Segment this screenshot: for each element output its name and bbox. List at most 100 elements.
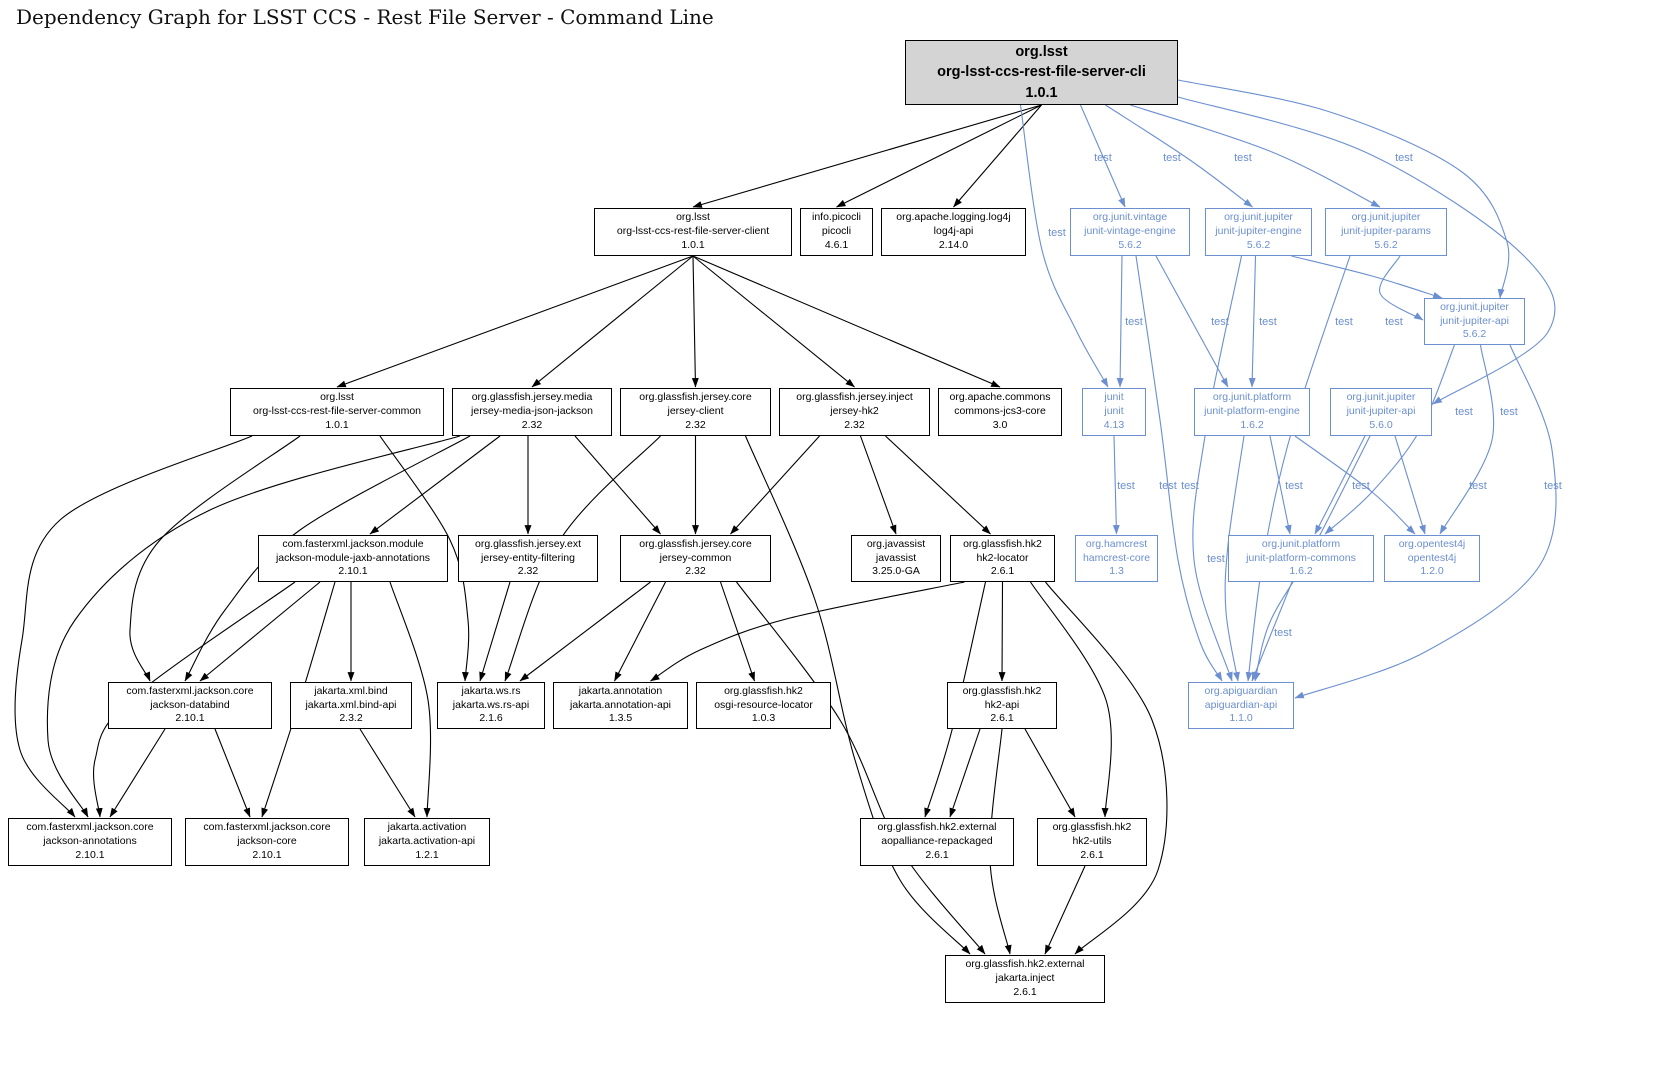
node-databind-artifact: jackson-databind <box>150 698 230 711</box>
edge-hk2utils-inject <box>1044 865 1086 955</box>
node-jannotations-group: com.fasterxml.jackson.core <box>26 821 154 834</box>
node-api560-artifact: junit-jupiter-api <box>1346 405 1416 418</box>
edge-api560-opentest <box>1394 435 1426 535</box>
node-cli-version: 1.0.1 <box>1025 84 1058 101</box>
graph-title: Dependency Graph for LSST CCS - Rest Fil… <box>16 5 714 29</box>
node-activation-artifact: jakarta.activation-api <box>378 835 476 848</box>
node-jclient-version: 2.32 <box>685 418 706 431</box>
edge-api560-pcommons <box>1314 435 1366 535</box>
node-hk2utils-version: 2.6.1 <box>1080 848 1104 861</box>
node-jclient-artifact: jersey-client <box>667 405 724 418</box>
edge-scope-label: test <box>1211 316 1229 328</box>
node-jhk2-group: org.glassfish.jersey.inject <box>796 391 913 404</box>
node-media-group: org.glassfish.jersey.media <box>471 391 593 404</box>
edge-cli-jengine <box>1105 104 1253 208</box>
node-vintage-group: org.junit.vintage <box>1092 211 1168 224</box>
node-javassist-group: org.javassist <box>866 537 926 550</box>
edge-scope-label: test <box>1335 316 1353 328</box>
node-jaxb-group: com.fasterxml.jackson.module <box>282 537 424 550</box>
edge-scope-label: test <box>1125 316 1143 328</box>
node-log4j-version: 2.14.0 <box>938 238 969 251</box>
node-junit-artifact: junit <box>1104 405 1124 418</box>
edge-scope-label: test <box>1207 553 1225 565</box>
edge-jparams-api562 <box>1379 255 1424 321</box>
edge-media-jaxb <box>369 435 501 535</box>
edge-scope-label: test <box>1500 406 1518 418</box>
edge-scope-label: test <box>1117 480 1135 492</box>
edge-scope-label: test <box>1094 152 1112 164</box>
node-locator-artifact: hk2-locator <box>976 551 1029 564</box>
node-log4j-group: org.apache.logging.log4j <box>896 211 1011 224</box>
node-hk2api-version: 2.6.1 <box>990 712 1014 725</box>
edge-jengine-pengine <box>1248 255 1257 388</box>
node-vintage-version: 5.6.2 <box>1118 238 1142 251</box>
node-jcs3-artifact: commons-jcs3-core <box>954 405 1046 418</box>
edge-jengine-api562 <box>1291 255 1443 299</box>
node-jcs3-version: 3.0 <box>992 418 1008 431</box>
node-cli-artifact: org-lsst-ccs-rest-file-server-cli <box>937 64 1146 81</box>
node-hk2api-artifact: hk2-api <box>984 698 1020 711</box>
node-api562-group: org.junit.jupiter <box>1440 300 1509 313</box>
node-log4j-artifact: log4j-api <box>933 225 974 238</box>
node-activation-version: 1.2.1 <box>415 848 439 861</box>
edge-hk2api-hk2utils <box>1024 728 1076 818</box>
node-apiguardian-group: org.apiguardian <box>1204 684 1278 697</box>
node-client-artifact: org-lsst-ccs-rest-file-server-client <box>616 225 770 238</box>
edge-api562-pcommons <box>1324 344 1456 535</box>
edge-databind-jannotations <box>109 728 166 818</box>
edge-scope-label: test <box>1181 480 1199 492</box>
node-wsrs-artifact: jakarta.ws.rs-api <box>452 698 530 711</box>
node-cli-group: org.lsst <box>1015 43 1068 60</box>
node-inject-artifact: jakarta.inject <box>995 972 1055 985</box>
node-entity-group: org.glassfish.jersey.ext <box>474 537 581 550</box>
edge-scope-label: test <box>1385 316 1403 328</box>
edge-scope-label: test <box>1469 480 1487 492</box>
node-wsrs-group: jakarta.ws.rs <box>461 684 521 697</box>
node-client-group: org.lsst <box>676 211 710 224</box>
node-picocli-group: info.picocli <box>811 211 862 224</box>
edge-client-jclient <box>691 255 699 388</box>
node-jaxb-version: 2.10.1 <box>338 565 368 578</box>
edge-jparams-apiguardian <box>1245 255 1351 682</box>
node-xmlbind-version: 2.3.2 <box>339 712 363 725</box>
node-jcommon-artifact: jersey-common <box>659 551 732 564</box>
node-annapi-group: jakarta.annotation <box>578 684 663 697</box>
edge-cli-junit <box>1019 104 1109 388</box>
node-inject-version: 2.6.1 <box>1013 985 1037 998</box>
node-annapi-artifact: jakarta.annotation-api <box>570 698 671 711</box>
edge-pcommons-apiguardian <box>1251 581 1293 682</box>
edge-scope-label: test <box>1048 227 1066 239</box>
node-media-artifact: jersey-media-json-jackson <box>471 405 593 418</box>
node-xmlbind-artifact: jakarta.xml.bind-api <box>305 698 397 711</box>
node-hamcrest-group: org.hamcrest <box>1085 537 1148 550</box>
edge-jcommon-wsrs <box>519 581 651 682</box>
edge-locator-hk2utils <box>1030 581 1112 818</box>
edge-vintage-pengine <box>1155 255 1229 388</box>
node-databind-version: 2.10.1 <box>175 712 205 725</box>
node-jparams-group: org.junit.jupiter <box>1351 211 1421 224</box>
node-common-artifact: org-lsst-ccs-rest-file-server-common <box>252 405 421 418</box>
node-jparams-version: 5.6.2 <box>1374 238 1398 251</box>
edge-cli-jparams <box>1130 104 1381 208</box>
node-hk2utils-artifact: hk2-utils <box>1072 835 1112 848</box>
node-entity-version: 2.32 <box>517 565 539 578</box>
edge-jclient-inject <box>744 435 971 955</box>
edge-scope-label: test <box>1544 480 1562 492</box>
node-jparams-artifact: junit-jupiter-params <box>1341 225 1431 238</box>
edge-cli-vintage <box>1079 104 1126 208</box>
